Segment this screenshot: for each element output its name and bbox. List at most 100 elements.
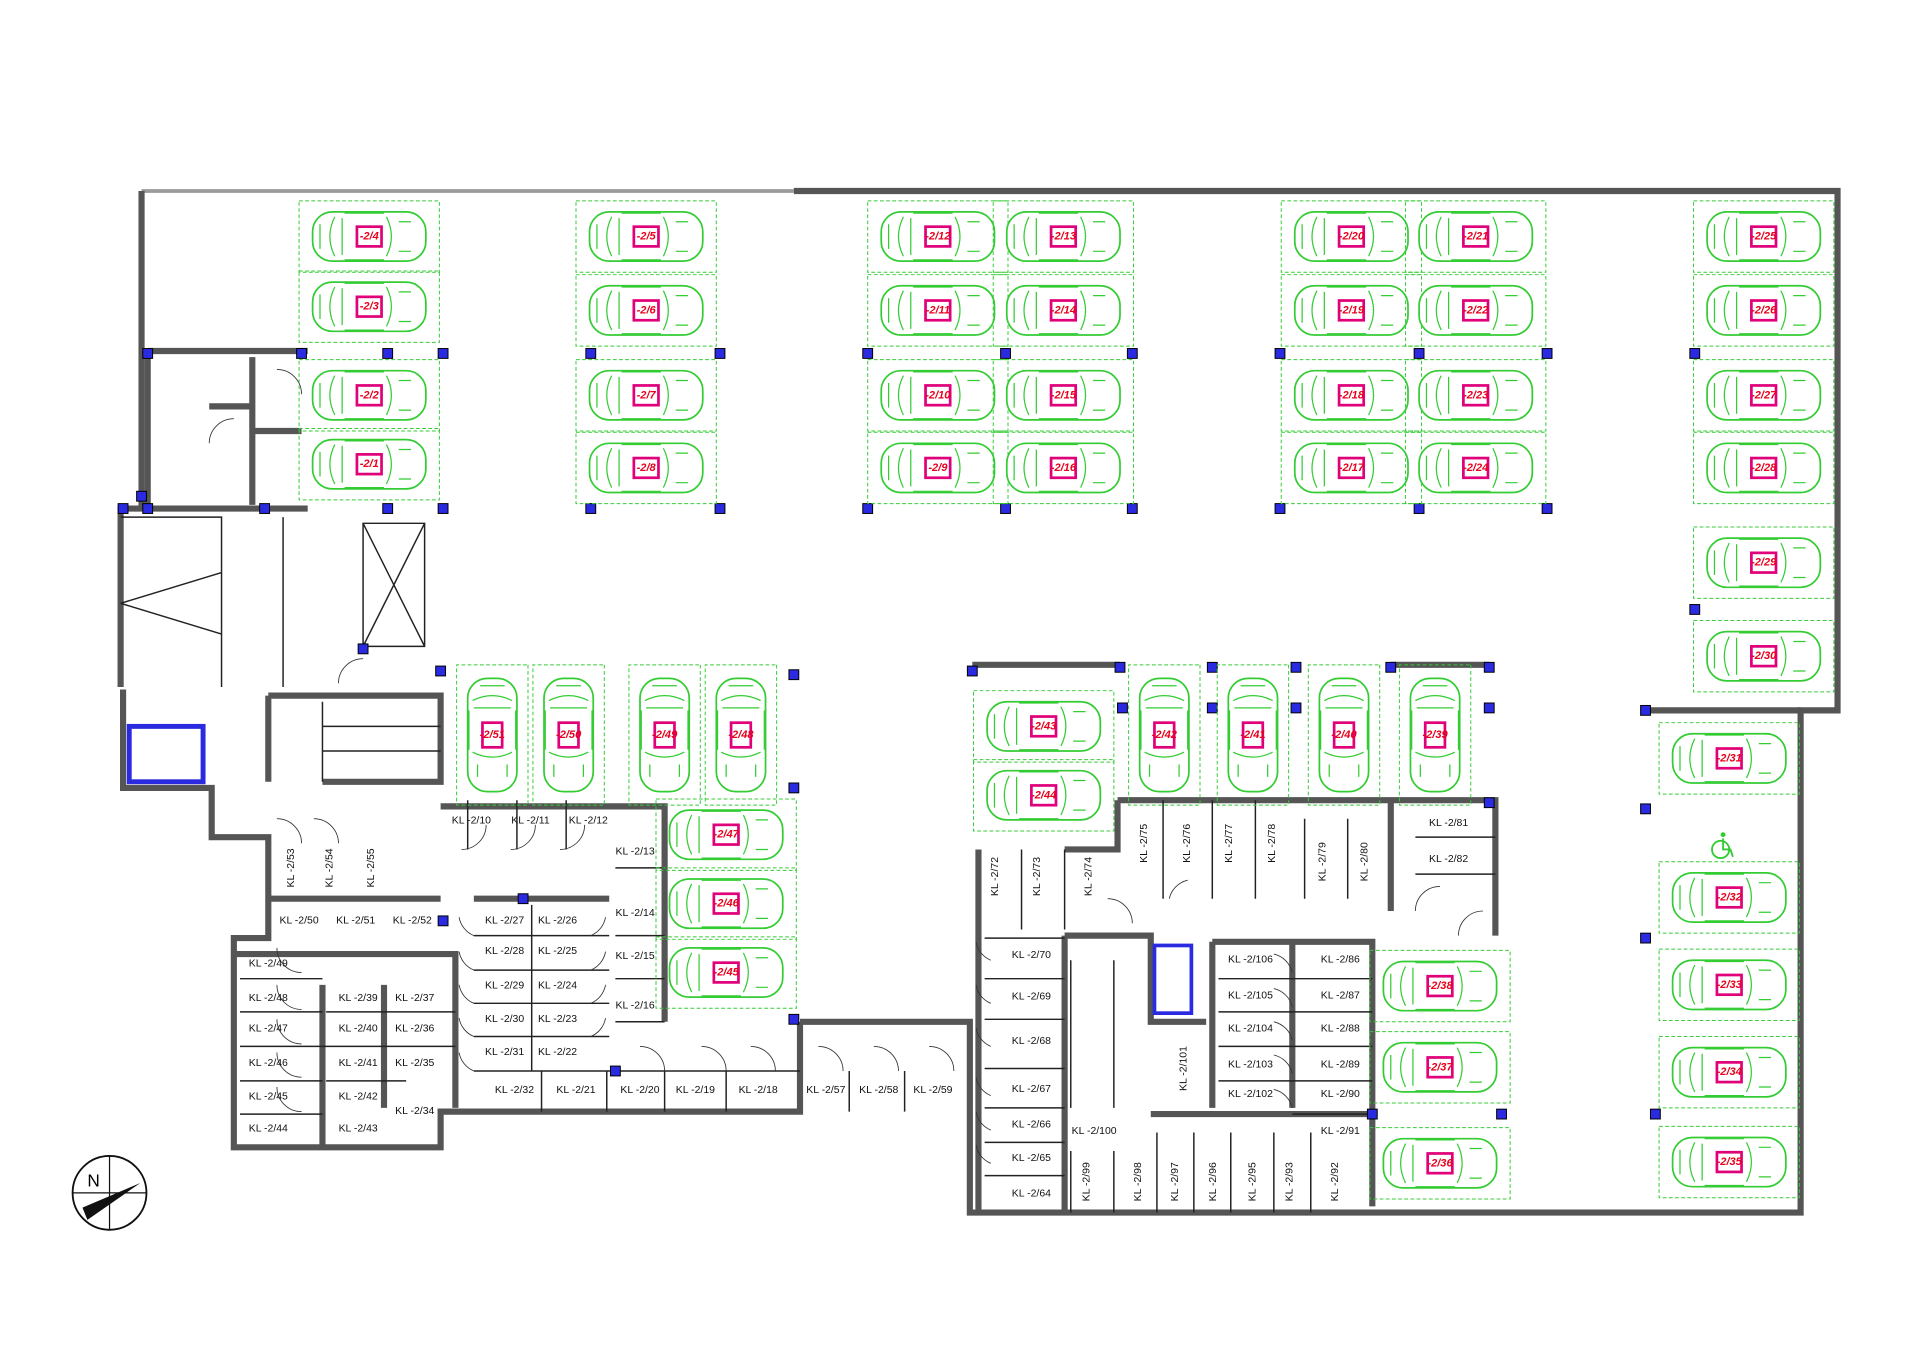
storage-unit-label[interactable]: KL -2/65 — [1012, 1153, 1051, 1164]
parking-spot[interactable]: -2/11 — [867, 274, 1009, 347]
parking-spot[interactable]: -2/35 — [1658, 1125, 1800, 1199]
parking-spot[interactable]: -2/2 — [298, 359, 440, 432]
storage-unit-label[interactable]: KL -2/22 — [538, 1047, 577, 1058]
storage-unit-label[interactable]: KL -2/47 — [249, 1024, 288, 1035]
storage-unit-label[interactable]: KL -2/101 — [1179, 1046, 1190, 1091]
storage-unit-label[interactable]: KL -2/11 — [511, 816, 550, 827]
storage-unit-label[interactable]: KL -2/76 — [1182, 824, 1193, 863]
parking-spot[interactable]: -2/19 — [1280, 274, 1423, 347]
storage-unit-label[interactable]: KL -2/31 — [485, 1047, 524, 1058]
parking-spot[interactable]: -2/22 — [1405, 274, 1547, 347]
storage-unit-label[interactable]: KL -2/89 — [1321, 1059, 1360, 1070]
parking-spot[interactable]: -2/49 — [628, 664, 701, 806]
storage-unit-label[interactable]: KL -2/36 — [395, 1024, 434, 1035]
parking-spot[interactable]: -2/31 — [1658, 722, 1800, 795]
storage-unit-label[interactable]: KL -2/44 — [249, 1123, 288, 1134]
parking-spot[interactable]: -2/45 — [655, 936, 797, 1009]
storage-unit-label[interactable]: KL -2/20 — [620, 1085, 659, 1096]
storage-unit-label[interactable]: KL -2/102 — [1228, 1089, 1273, 1100]
parking-spot[interactable]: -2/23 — [1405, 359, 1547, 432]
parking-spot[interactable]: -2/30 — [1693, 620, 1835, 693]
storage-unit-label[interactable]: KL -2/50 — [280, 915, 319, 926]
storage-unit-label[interactable]: KL -2/78 — [1267, 824, 1278, 863]
parking-spot[interactable]: -2/37 — [1369, 1031, 1511, 1104]
parking-spot[interactable]: -2/33 — [1658, 948, 1800, 1022]
parking-spot[interactable]: -2/9 — [867, 431, 1009, 505]
parking-spot[interactable]: -2/36 — [1369, 1127, 1511, 1200]
storage-unit-label[interactable]: KL -2/97 — [1170, 1162, 1181, 1201]
parking-spot[interactable]: -2/46 — [655, 867, 797, 940]
storage-unit-label[interactable]: KL -2/90 — [1321, 1089, 1360, 1100]
storage-unit-label[interactable]: KL -2/32 — [495, 1085, 534, 1096]
storage-unit-label[interactable]: KL -2/92 — [1330, 1162, 1341, 1201]
storage-unit-label[interactable]: KL -2/35 — [395, 1058, 434, 1069]
storage-unit-label[interactable]: KL -2/37 — [395, 993, 434, 1004]
parking-spot[interactable]: -2/14 — [992, 274, 1135, 347]
parking-spot[interactable]: -2/51 — [456, 664, 529, 806]
storage-unit-label[interactable]: KL -2/48 — [249, 993, 288, 1004]
parking-spot[interactable]: -2/1 — [298, 428, 440, 501]
storage-unit-label[interactable]: KL -2/81 — [1429, 818, 1468, 829]
storage-unit-label[interactable]: KL -2/69 — [1012, 992, 1051, 1003]
storage-unit-label[interactable]: KL -2/99 — [1081, 1162, 1092, 1201]
parking-spot[interactable]: -2/40 — [1307, 664, 1381, 806]
storage-unit-label[interactable]: KL -2/12 — [569, 816, 608, 827]
parking-spot[interactable]: -2/13 — [992, 200, 1135, 273]
parking-spot[interactable]: -2/42 — [1128, 664, 1201, 806]
parking-spot[interactable]: -2/38 — [1369, 949, 1511, 1023]
storage-unit-label[interactable]: KL -2/73 — [1032, 857, 1043, 896]
storage-unit-label[interactable]: KL -2/57 — [806, 1085, 845, 1096]
storage-unit-label[interactable]: KL -2/42 — [339, 1091, 378, 1102]
parking-spot[interactable]: -2/20 — [1280, 200, 1423, 273]
parking-spot[interactable]: -2/41 — [1216, 664, 1290, 806]
parking-spot[interactable]: -2/18 — [1280, 359, 1423, 432]
storage-unit-label[interactable]: KL -2/16 — [616, 1000, 655, 1011]
storage-unit-label[interactable]: KL -2/43 — [339, 1123, 378, 1134]
storage-unit-label[interactable]: KL -2/59 — [913, 1085, 952, 1096]
parking-spot[interactable]: -2/16 — [992, 431, 1135, 505]
parking-spot[interactable]: -2/24 — [1405, 431, 1547, 505]
storage-unit-label[interactable]: KL -2/39 — [339, 993, 378, 1004]
storage-unit-label[interactable]: KL -2/104 — [1228, 1024, 1273, 1035]
storage-unit-label[interactable]: KL -2/68 — [1012, 1036, 1051, 1047]
parking-spot[interactable]: -2/26 — [1693, 274, 1835, 347]
parking-spot[interactable]: -2/47 — [655, 798, 797, 871]
storage-unit-label[interactable]: KL -2/54 — [324, 848, 335, 887]
storage-unit-label[interactable]: KL -2/64 — [1012, 1189, 1051, 1200]
storage-unit-label[interactable]: KL -2/10 — [452, 816, 491, 827]
storage-unit-label[interactable]: KL -2/93 — [1284, 1162, 1295, 1201]
parking-spot[interactable]: -2/28 — [1693, 431, 1835, 505]
storage-unit-label[interactable]: KL -2/100 — [1072, 1126, 1117, 1137]
parking-spot[interactable]: -2/39 — [1398, 664, 1472, 806]
storage-unit-label[interactable]: KL -2/95 — [1247, 1162, 1258, 1201]
storage-unit-label[interactable]: KL -2/86 — [1321, 955, 1360, 966]
parking-spot[interactable]: -2/25 — [1693, 200, 1835, 273]
parking-spot[interactable]: -2/48 — [704, 664, 778, 806]
storage-unit-label[interactable]: KL -2/29 — [485, 981, 524, 992]
storage-unit-label[interactable]: KL -2/13 — [616, 846, 655, 857]
parking-spot[interactable]: -2/12 — [867, 200, 1009, 273]
storage-unit-label[interactable]: KL -2/46 — [249, 1058, 288, 1069]
storage-unit-label[interactable]: KL -2/98 — [1133, 1162, 1144, 1201]
parking-spot[interactable]: -2/50 — [532, 664, 605, 806]
storage-unit-label[interactable]: KL -2/49 — [249, 958, 288, 969]
storage-unit-label[interactable]: KL -2/77 — [1224, 824, 1235, 863]
parking-spot[interactable]: -2/4 — [298, 200, 440, 273]
parking-spot[interactable]: -2/10 — [867, 359, 1009, 432]
parking-spot[interactable]: -2/32 — [1658, 861, 1800, 934]
storage-unit-label[interactable]: KL -2/30 — [485, 1014, 524, 1025]
storage-unit-label[interactable]: KL -2/70 — [1012, 950, 1051, 961]
storage-unit-label[interactable]: KL -2/19 — [676, 1085, 715, 1096]
storage-unit-label[interactable]: KL -2/87 — [1321, 990, 1360, 1001]
storage-unit-label[interactable]: KL -2/14 — [616, 908, 655, 919]
storage-unit-label[interactable]: KL -2/75 — [1139, 824, 1150, 863]
parking-spot[interactable]: -2/29 — [1693, 526, 1835, 599]
storage-unit-label[interactable]: KL -2/15 — [616, 951, 655, 962]
storage-unit-label[interactable]: KL -2/52 — [393, 915, 432, 926]
storage-unit-label[interactable]: KL -2/45 — [249, 1091, 288, 1102]
storage-unit-label[interactable]: KL -2/105 — [1228, 990, 1273, 1001]
storage-unit-label[interactable]: KL -2/96 — [1208, 1162, 1219, 1201]
storage-unit-label[interactable]: KL -2/82 — [1429, 854, 1468, 865]
parking-spot[interactable]: -2/27 — [1693, 359, 1835, 432]
storage-unit-label[interactable]: KL -2/25 — [538, 946, 577, 957]
